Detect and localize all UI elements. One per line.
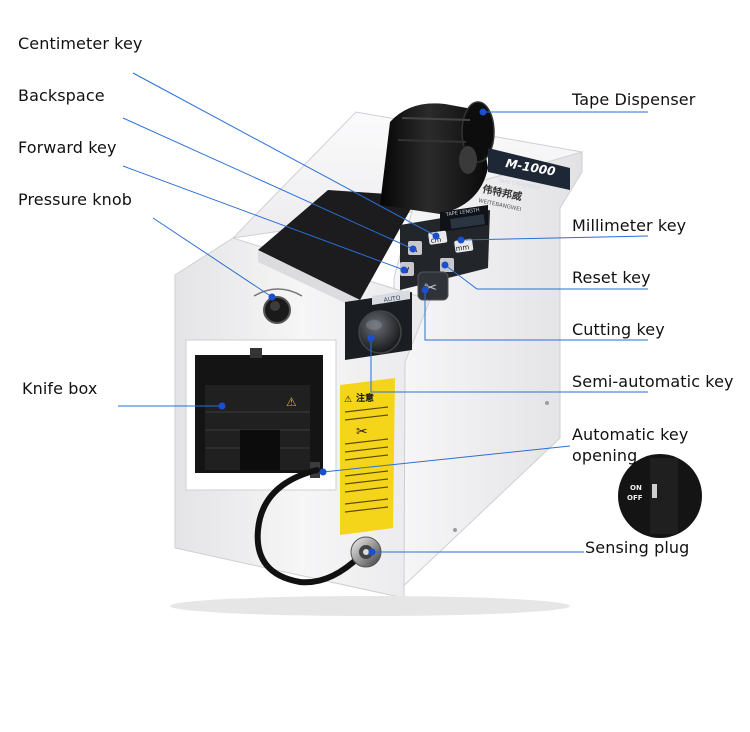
tape-reel: [380, 101, 495, 214]
label-automatic-key-opening: Automatic key opening: [572, 425, 689, 465]
dot-tape-dispenser: [479, 108, 487, 116]
switch-inset: ON OFF: [618, 454, 702, 538]
semi-automatic-key[interactable]: [358, 310, 402, 354]
label-forward-key: Forward key: [18, 138, 117, 157]
knife-box: ⚠: [185, 339, 337, 491]
label-sensing-plug: Sensing plug: [585, 538, 690, 557]
dot-reset-key: [441, 261, 449, 269]
label-millimeter-key: Millimeter key: [572, 216, 687, 235]
label-semi-automatic-key: Semi-automatic key: [572, 372, 734, 391]
label-knife-box: Knife box: [22, 379, 98, 398]
leader-pressure-knob: [152, 217, 273, 298]
dot-forward-key: [400, 266, 408, 274]
leader-millimeter-key: [460, 235, 649, 241]
display-label: TAPE LENGTH: [444, 207, 480, 218]
leader-reset-key: [444, 264, 648, 290]
label-centimeter-key: Centimeter key: [18, 34, 143, 53]
switch-on-label: ON: [630, 484, 642, 492]
leader-centimeter-key: [132, 72, 437, 237]
marker-dots: [218, 108, 487, 556]
warning-title: 注意: [356, 392, 374, 404]
leader-semi-automatic-key: [370, 338, 648, 393]
leader-cutting-key: [424, 290, 648, 341]
dot-automatic-key-opening: [319, 468, 327, 476]
dot-millimeter-key: [457, 236, 465, 244]
dot-pressure-knob: [268, 293, 276, 301]
hazard-icon: ⚠: [286, 395, 297, 409]
dot-semi-automatic-key: [367, 334, 375, 342]
cut-hazard-icon: ✂: [356, 424, 368, 440]
leader-automatic-key-opening: [322, 445, 571, 473]
centimeter-key-label: cm: [430, 236, 442, 245]
dot-knife-box: [218, 402, 226, 410]
label-cutting-key: Cutting key: [572, 320, 665, 339]
label-tape-dispenser: Tape Dispenser: [572, 90, 696, 109]
leader-forward-key: [122, 165, 405, 271]
label-reset-key: Reset key: [572, 268, 651, 287]
warning-label: ⚠ 注意 ✂: [340, 378, 395, 535]
sensing-cable: [254, 467, 382, 586]
leader-lines: [118, 72, 649, 553]
auto-panel: AUTO: [345, 290, 412, 360]
warning-triangle-icon: ⚠: [344, 395, 352, 405]
label-pressure-knob: Pressure knob: [18, 190, 133, 209]
display-screen: [450, 214, 486, 229]
tape-channel: [258, 190, 418, 300]
dot-cutting-key: [421, 286, 429, 294]
switch-off-label: OFF: [627, 494, 643, 502]
millimeter-key-label: mm: [455, 243, 470, 253]
auto-label: AUTO: [383, 295, 401, 304]
dot-centimeter-key: [432, 232, 440, 240]
pressure-knob[interactable]: [253, 288, 303, 324]
leader-backspace: [122, 117, 414, 250]
dot-backspace: [409, 245, 417, 253]
dot-sensing-plug: [368, 548, 376, 556]
label-backspace: Backspace: [18, 86, 105, 105]
